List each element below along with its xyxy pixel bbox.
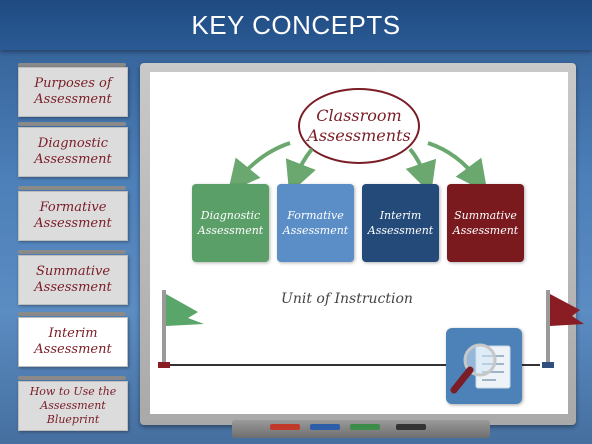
sidebar-item-label: Purposes of Assessment	[34, 76, 112, 107]
center-label: Classroom Assessments	[307, 106, 411, 145]
sidebar-item-label: How to Use the Assessment Blueprint	[29, 385, 117, 426]
magnifier-document-icon	[450, 343, 511, 394]
arrow-to-summative	[427, 141, 488, 190]
sidebar-item-diagnostic[interactable]: Diagnostic Assessment	[18, 127, 128, 177]
start-flag-icon	[158, 290, 204, 368]
sidebar-item-blueprint[interactable]: How to Use the Assessment Blueprint	[18, 381, 128, 431]
summative-box: Summative Assessment	[447, 184, 524, 262]
sidebar-item-label: Interim Assessment	[34, 326, 112, 357]
page-title: KEY CONCEPTS	[0, 0, 592, 50]
box-label: Summative Assessment	[452, 209, 519, 237]
sidebar-item-label: Formative Assessment	[34, 200, 112, 231]
sidebar-rail	[18, 250, 126, 254]
marker-green	[350, 424, 380, 430]
sidebar-rail	[18, 63, 126, 67]
sidebar-rail	[18, 122, 126, 126]
interim-box: Interim Assessment	[362, 184, 439, 262]
sidebar-item-label: Diagnostic Assessment	[34, 136, 112, 167]
box-label: Diagnostic Assessment	[197, 209, 264, 237]
classroom-assessments-oval: Classroom Assessments	[298, 88, 420, 164]
sidebar-item-label: Summative Assessment	[34, 264, 112, 295]
marker-blue	[310, 424, 340, 430]
unit-of-instruction-label: Unit of Instruction	[281, 291, 413, 307]
review-button[interactable]	[446, 328, 522, 404]
marker-black	[396, 424, 426, 430]
sidebar-rail	[18, 376, 126, 380]
formative-box: Formative Assessment	[277, 184, 354, 262]
sidebar-item-formative[interactable]: Formative Assessment	[18, 191, 128, 241]
end-flag-icon	[542, 290, 584, 368]
sidebar-item-interim[interactable]: Interim Assessment	[18, 317, 128, 367]
timeline-line	[160, 364, 540, 366]
arrows-group	[227, 141, 488, 190]
sidebar-item-summative[interactable]: Summative Assessment	[18, 255, 128, 305]
arrow-to-diagnostic	[227, 141, 291, 190]
arrow-to-interim	[405, 147, 437, 190]
sidebar: Purposes of Assessment Diagnostic Assess…	[0, 50, 135, 444]
page-title-text: KEY CONCEPTS	[191, 9, 401, 40]
marker-red	[270, 424, 300, 430]
arrow-to-formative	[285, 147, 316, 190]
sidebar-rail	[18, 186, 126, 190]
sidebar-item-purposes[interactable]: Purposes of Assessment	[18, 67, 128, 117]
box-label: Interim Assessment	[367, 209, 434, 237]
sidebar-rail	[18, 312, 126, 316]
diagnostic-box: Diagnostic Assessment	[192, 184, 269, 262]
box-label: Formative Assessment	[282, 209, 349, 237]
